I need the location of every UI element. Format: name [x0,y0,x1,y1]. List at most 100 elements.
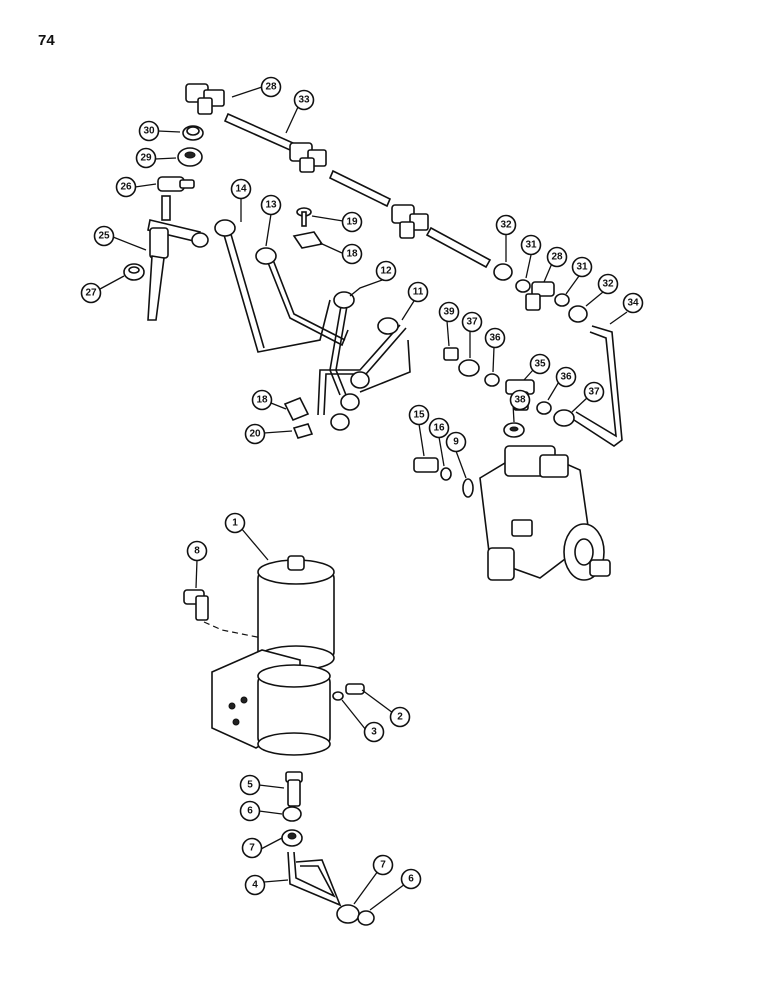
callout-19: 19 [341,211,363,233]
svg-text:37: 37 [466,317,478,328]
callout-11: 11 [407,281,429,303]
svg-text:25: 25 [98,231,110,242]
svg-text:36: 36 [560,372,572,383]
fitting-39 [443,347,459,361]
svg-text:38: 38 [514,395,526,406]
fitting-15 [413,457,439,473]
svg-text:8: 8 [194,546,200,557]
callout-36-right: 36 [555,366,577,388]
sleeve-6-lower [357,910,375,926]
callout-16: 16 [428,417,450,439]
filter-bowl [257,664,331,756]
svg-text:2: 2 [397,712,403,723]
svg-text:9: 9 [453,437,459,448]
callout-37-right: 37 [583,381,605,403]
fuel-line-33 [223,112,492,269]
callout-36-left: 36 [484,327,506,349]
callout-7-lower: 7 [372,854,394,876]
svg-text:27: 27 [85,288,97,299]
nut-37-left [458,359,480,377]
callout-35: 35 [529,353,551,375]
svg-text:31: 31 [525,240,537,251]
svg-text:5: 5 [247,780,253,791]
screw-19 [296,207,312,227]
svg-text:39: 39 [443,307,455,318]
callout-31-right: 31 [571,256,593,278]
connection-dashed-line [203,621,263,639]
svg-text:19: 19 [346,217,358,228]
washer-36-left [484,373,500,387]
nut-37-right [553,409,575,427]
callout-15: 15 [408,404,430,426]
callout-39: 39 [438,301,460,323]
svg-text:35: 35 [534,359,546,370]
svg-text:12: 12 [380,266,392,277]
callout-33: 33 [293,89,315,111]
callout-18-top: 18 [341,243,363,265]
callout-28-top: 28 [260,76,282,98]
svg-text:13: 13 [265,200,277,211]
callout-12: 12 [375,260,397,282]
callout-38: 38 [509,389,531,411]
leader-lines [99,86,628,911]
washer-31-right [554,293,570,307]
svg-text:32: 32 [602,279,614,290]
tee-fitting-top [185,83,225,115]
svg-text:33: 33 [298,95,310,106]
svg-text:31: 31 [576,262,588,273]
nut-32-right [568,305,588,323]
svg-text:7: 7 [380,860,386,871]
nut-7-upper [281,829,303,847]
seal-9 [462,478,474,498]
washer-3 [332,691,344,701]
injector-lines [221,223,411,416]
svg-text:3: 3 [371,727,377,738]
svg-text:6: 6 [247,806,253,817]
callout-34: 34 [622,292,644,314]
svg-text:37: 37 [588,387,600,398]
callout-6-upper: 6 [239,800,261,822]
svg-text:6: 6 [408,874,414,885]
callout-5: 5 [239,774,261,796]
clamp-20 [292,423,314,439]
svg-text:4: 4 [252,880,258,891]
callout-29: 29 [135,147,157,169]
svg-text:18: 18 [346,249,358,260]
callout-4: 4 [244,874,266,896]
callout-14: 14 [230,178,252,200]
washer-36-right [536,401,552,415]
clamp-18-lower [283,396,310,422]
nut-7-lower [336,904,360,924]
callout-1: 1 [224,512,246,534]
nut-32-left [493,263,513,281]
banjo-bolt-26 [157,176,195,192]
svg-text:7: 7 [249,843,255,854]
fuel-line-4 [287,851,342,907]
svg-text:14: 14 [235,184,247,195]
callout-3: 3 [363,721,385,743]
svg-text:26: 26 [120,182,132,193]
washer-16 [440,467,452,481]
elbow-fitting-8 [183,589,209,621]
callout-7-upper: 7 [241,837,263,859]
fuel-injector-25 [147,195,209,321]
page-number: 74 [38,32,55,49]
line-nuts [214,219,399,431]
callout-13: 13 [260,194,282,216]
clamp-18-top [292,231,324,249]
screw-2 [345,683,365,695]
washer-31-left [515,279,531,293]
svg-text:1: 1 [232,518,238,529]
callout-31-left: 31 [520,234,542,256]
svg-text:34: 34 [627,298,639,309]
tee-28-right [525,281,555,311]
callout-37-left: 37 [461,311,483,333]
fuel-line-34 [573,325,623,447]
svg-text:28: 28 [551,252,563,263]
svg-text:28: 28 [265,82,277,93]
sleeve-6-upper [282,806,302,822]
svg-text:32: 32 [500,220,512,231]
svg-text:20: 20 [249,429,261,440]
tee-fitting-lower [391,204,429,239]
